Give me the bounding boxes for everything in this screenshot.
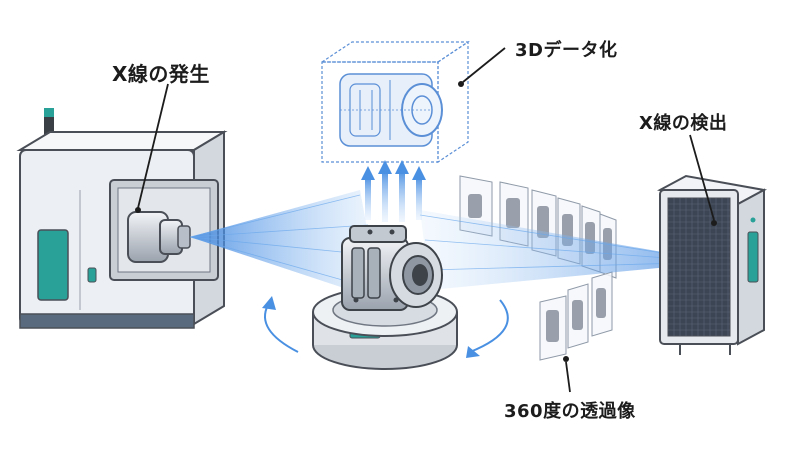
inspected-part [341, 225, 443, 311]
xray-detector [657, 174, 767, 355]
upward-arrows [361, 160, 426, 222]
rotation-arrow-head-left [262, 296, 276, 310]
label-xray-detection: X線の検出 [639, 113, 728, 134]
leader-lines [137, 47, 715, 393]
label-xray-generation: X線の発生 [112, 62, 210, 86]
label-360-transmission: 360度の透過像 [504, 401, 636, 422]
detector-sensor-grid [667, 197, 731, 337]
indicator-light [87, 267, 97, 283]
hologram-3d-model [320, 40, 470, 164]
xray-source-machine [16, 108, 228, 329]
rotation-arrow-head-right [466, 346, 480, 358]
xray-beam-incident [190, 190, 380, 300]
xray-tube-nozzle [177, 225, 191, 249]
leader-3d-data [462, 47, 506, 83]
detector-status-strip [747, 231, 759, 283]
xray-beam-transmitted [420, 210, 720, 290]
label-3d-data: 3Dデータ化 [515, 40, 618, 61]
leader-360-transmission [565, 361, 571, 393]
rotation-arrows [263, 299, 509, 353]
leader-xray-generation [137, 83, 169, 209]
detector-grid-lines [668, 198, 730, 336]
leader-xray-detection [689, 134, 715, 221]
signal-tower-light [44, 108, 54, 117]
door-panel [37, 229, 69, 301]
